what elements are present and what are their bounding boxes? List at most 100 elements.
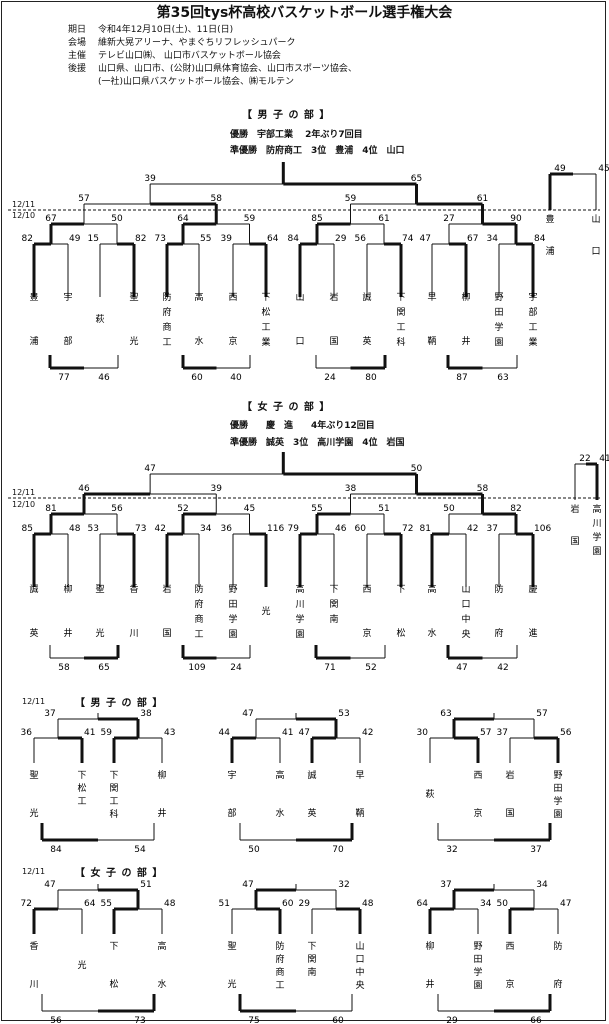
small-r1-score: 36 — [21, 728, 33, 738]
r1-score: 42 — [467, 524, 478, 534]
small-bottom-score: 73 — [134, 1016, 145, 1024]
team-name-char: 業 — [528, 336, 537, 348]
team-name-char: 学 — [592, 531, 601, 543]
team-name-char: 川 — [592, 519, 601, 529]
r2-score: 55 — [311, 504, 322, 514]
team-name-char: 西 — [362, 584, 371, 595]
small-r1-score: 57 — [480, 728, 491, 738]
team-name-char: 聖 — [95, 584, 104, 595]
team-name-char: 口 — [591, 247, 600, 257]
day-tag-1211: 12/11 — [22, 697, 46, 706]
team-name-char: 西 — [473, 770, 482, 781]
r1-score: 34 — [200, 524, 212, 534]
r2-score: 61 — [378, 214, 389, 224]
event-info: 期日令和4年12月10日(土)、11日(日) 会場維新大晃アリーナ、やまぐちリフ… — [68, 24, 357, 89]
r1-score: 39 — [221, 234, 233, 244]
r1-score: 15 — [88, 234, 99, 244]
r1-score: 72 — [402, 524, 413, 534]
small-r1-score: 48 — [362, 899, 374, 909]
team-name-char: 府 — [553, 978, 562, 990]
team-name-char: 下 — [307, 942, 316, 952]
team-name-char: 学 — [228, 613, 237, 625]
r2-score: 81 — [45, 504, 56, 514]
mens-heading: 【 男 子 の 部 】 — [242, 110, 331, 121]
small-bottom-score: 60 — [332, 1016, 344, 1024]
team-name-char: 高 — [592, 503, 601, 515]
team-name-char: 高 — [157, 940, 166, 952]
small-r1-score: 51 — [219, 899, 230, 909]
team-name-char: 口 — [355, 955, 364, 965]
r1-score: 37 — [487, 524, 498, 534]
womens-result-places: 準優勝 誠英 3位 高川学園 4位 岩国 — [230, 438, 405, 448]
r2-score: 50 — [443, 504, 455, 514]
team-name-char: 萩 — [425, 789, 434, 800]
r1-score: 82 — [22, 234, 33, 244]
team-name-char: 岩 — [329, 291, 338, 303]
team-name-char: 宇 — [63, 291, 72, 303]
team-name-char: 水 — [157, 978, 166, 990]
small-r1-score: 48 — [164, 899, 176, 909]
r1-score: 49 — [69, 234, 81, 244]
team-name-char: 関 — [109, 783, 118, 794]
small-r1-score: 34 — [480, 899, 492, 909]
team-name-char: 下 — [261, 293, 270, 303]
team-name-char: 聖 — [29, 770, 38, 781]
team-name-char: 園 — [473, 980, 482, 991]
sf-score: 47 — [144, 464, 155, 474]
r1-score: 34 — [487, 234, 499, 244]
cons-score: 47 — [456, 663, 467, 673]
mens-b-heading: 【 男 子 の 部 】 — [75, 698, 164, 709]
small-top-score: 37 — [440, 880, 451, 890]
small-top-score: 47 — [242, 880, 253, 890]
team-name-char: 香 — [129, 584, 138, 595]
small-top-score: 51 — [140, 880, 151, 890]
r1-score: 85 — [22, 524, 33, 534]
small-r1-score: 41 — [282, 728, 293, 738]
team-name-char: 関 — [329, 599, 338, 610]
team-name-char: 井 — [157, 807, 166, 819]
small-r1-score: 44 — [219, 728, 231, 738]
team-name-char: 中 — [461, 613, 470, 625]
info-row: 会場維新大晃アリーナ、やまぐちリフレッシュパーク — [68, 38, 296, 48]
r3-score: 57 — [78, 194, 89, 204]
r1-score: 64 — [267, 234, 279, 244]
small-bottom-score: 56 — [50, 1016, 62, 1024]
team-name-char: 浦 — [29, 335, 38, 347]
team-name-char: 松 — [77, 782, 86, 794]
r1-score: 73 — [135, 524, 146, 534]
team-name-char: 鞆 — [427, 335, 436, 347]
r1-score: 60 — [355, 524, 367, 534]
team-name-char: 川 — [295, 600, 304, 610]
third-score: 22 — [579, 454, 590, 464]
team-name-char: 鞆 — [355, 807, 364, 819]
team-name-char: 田 — [494, 307, 503, 318]
cons-score: 46 — [98, 373, 110, 383]
team-name-char: 園 — [592, 546, 601, 557]
small-r1-score: 50 — [497, 899, 509, 909]
r1-score: 46 — [335, 524, 347, 534]
team-name-char: 光 — [227, 978, 236, 990]
team-name-char: 南 — [307, 966, 316, 978]
cons-score: 40 — [230, 373, 242, 383]
cons-score: 24 — [324, 373, 336, 383]
team-name-char: 田 — [228, 599, 237, 610]
team-name-char: 防 — [553, 940, 562, 952]
team-name-char: 府 — [194, 598, 203, 610]
team-name-char: 光 — [29, 807, 38, 819]
small-r1-score: 29 — [299, 899, 311, 909]
team-name-char: 井 — [63, 627, 72, 639]
small-bottom-score: 75 — [248, 1016, 259, 1024]
cons-score: 87 — [456, 373, 467, 383]
r3-score: 39 — [211, 484, 223, 494]
team-name-char: 府 — [162, 306, 171, 318]
r1-score: 48 — [69, 524, 81, 534]
team-name-char: 京 — [228, 335, 237, 347]
team-name-char: 野 — [553, 770, 562, 781]
team-name-char: 工 — [77, 797, 86, 807]
r3-score: 58 — [477, 484, 489, 494]
r2-score: 51 — [378, 504, 389, 514]
third-score: 41 — [599, 454, 609, 464]
small-r1-score: 64 — [417, 899, 429, 909]
small-r1-score: 41 — [84, 728, 95, 738]
team-name-char: 松 — [109, 978, 118, 990]
